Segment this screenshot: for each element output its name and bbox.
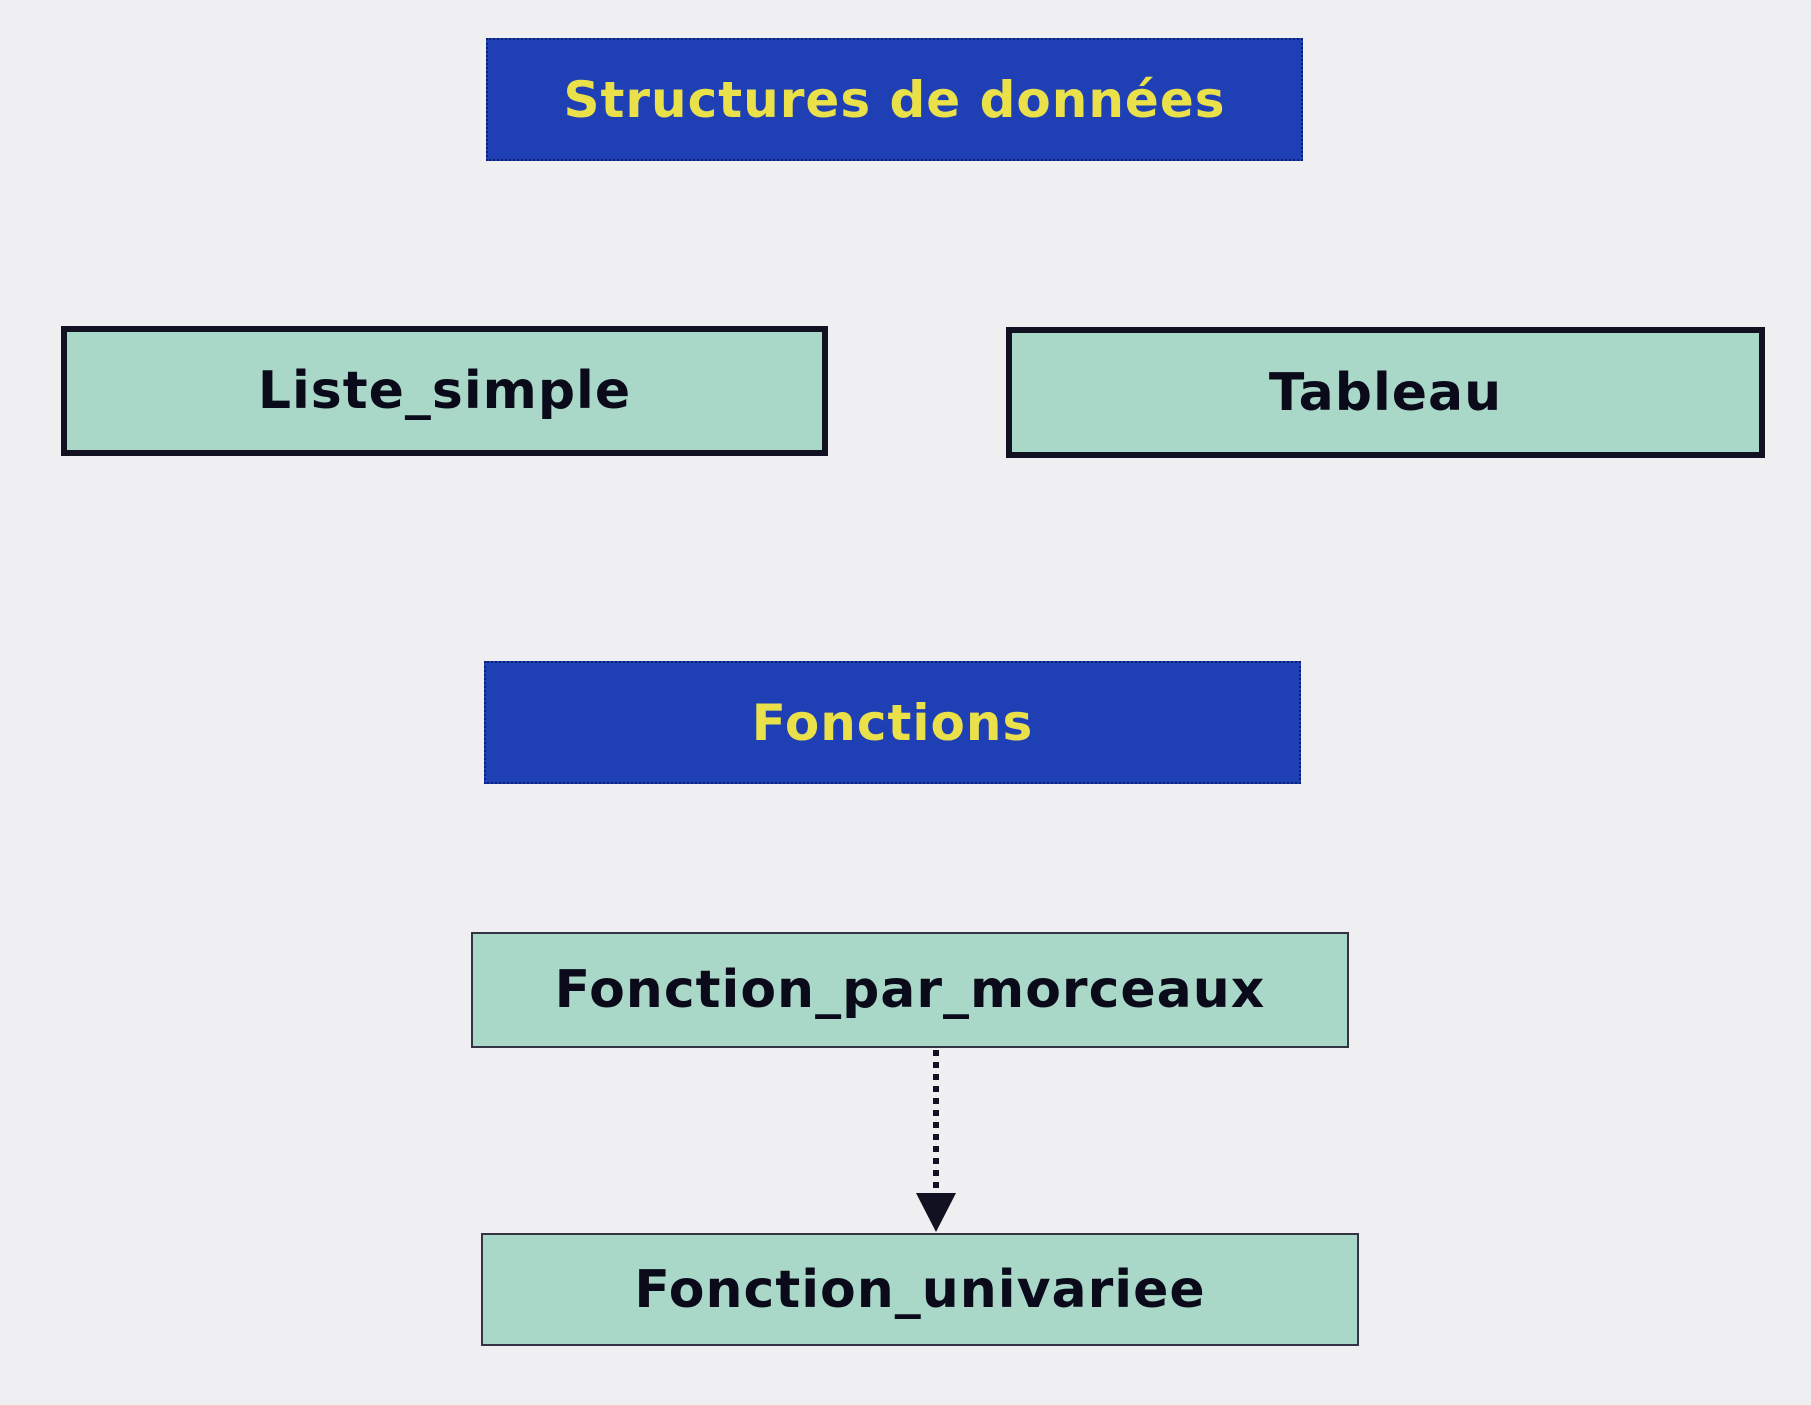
node-tableau[interactable]: Tableau <box>1006 327 1765 458</box>
section-header-fonctions: Fonctions <box>484 661 1301 784</box>
node-fonction-par-morceaux[interactable]: Fonction_par_morceaux <box>471 932 1349 1048</box>
section-header-structures: Structures de données <box>486 38 1303 161</box>
node-liste-simple[interactable]: Liste_simple <box>61 326 828 456</box>
node-fonction-univariee[interactable]: Fonction_univariee <box>481 1233 1359 1346</box>
arrowhead-down-icon <box>916 1193 956 1232</box>
